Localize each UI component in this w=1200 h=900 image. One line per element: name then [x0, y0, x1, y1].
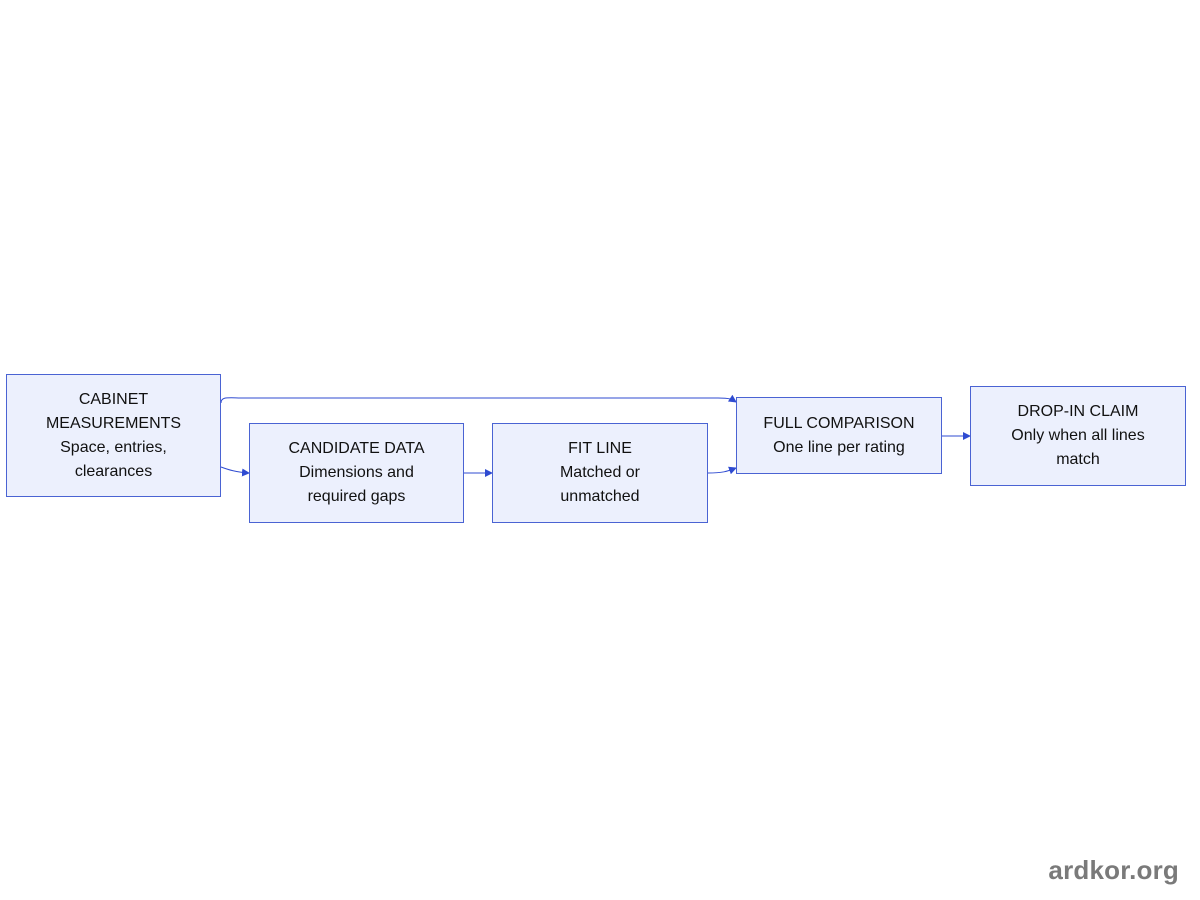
node-title: DROP-IN CLAIM: [1017, 403, 1139, 420]
node-description: Dimensions and: [299, 464, 414, 481]
node-description: Space, entries,: [60, 438, 167, 456]
edge-fit-to-full: [707, 466, 737, 475]
node-description: Matched or: [559, 464, 641, 481]
node-title: CANDIDATE DATA: [288, 440, 425, 457]
node-description: match: [1056, 451, 1100, 468]
edge-cabinet-to-candidate: [220, 466, 250, 477]
node-title: FIT LINE: [568, 440, 632, 457]
node-drop-in-claim: DROP-IN CLAIM Only when all lines match: [970, 386, 1186, 486]
node-candidate-data: CANDIDATE DATA Dimensions and required g…: [249, 423, 464, 523]
watermark-text: ardkor.org: [1048, 855, 1179, 885]
node-description: clearances: [74, 462, 153, 480]
node-fit-line: FIT LINE Matched or unmatched: [492, 423, 708, 523]
edge-cabinet-to-full: [220, 394, 737, 404]
node-title: FULL COMPARISON: [763, 414, 915, 432]
node-description: required gaps: [307, 488, 406, 505]
node-description: unmatched: [560, 488, 640, 505]
node-description: Only when all lines: [1011, 427, 1145, 444]
node-title: CABINET: [78, 390, 149, 408]
node-title: MEASUREMENTS: [45, 414, 182, 432]
node-full-comparison: FULL COMPARISON One line per rating: [736, 397, 942, 474]
node-description: One line per rating: [773, 438, 905, 456]
node-cabinet-measurements: CABINET MEASUREMENTS Space, entries, cle…: [6, 374, 221, 497]
